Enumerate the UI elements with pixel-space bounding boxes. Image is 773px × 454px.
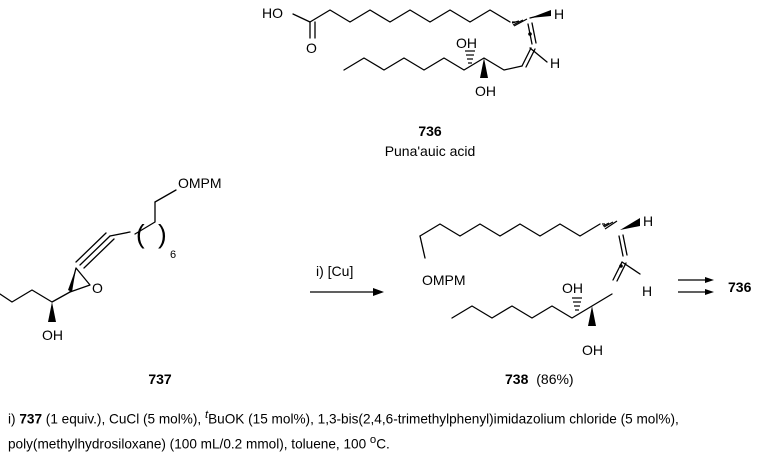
bold-wedge-oh-738b: [588, 306, 596, 326]
degree-superscript: o: [369, 433, 377, 446]
repeat-bracket-open: (: [136, 219, 145, 249]
atom-oh: OH: [42, 327, 63, 343]
structure-737: OMPM ) 6 ( O OH: [0, 175, 222, 343]
repeat-count: 6: [170, 249, 176, 261]
atom-h: H: [550, 55, 560, 71]
structure-738: OMPM H H OH OH: [419, 213, 653, 358]
conditions-part1: (1 equiv.), CuCl (5 mol%),: [42, 411, 205, 427]
atom-oh: OH: [582, 342, 603, 358]
atom-h: H: [643, 213, 653, 229]
structure-736: HO O H H OH OH: [262, 5, 564, 99]
atom-oh: OH: [475, 83, 496, 99]
atom-h: H: [642, 283, 652, 299]
atom-oh: OH: [456, 35, 477, 51]
compound-number-736: 736: [418, 123, 442, 139]
conditions-part3: C.: [376, 436, 390, 452]
repeat-bracket: ): [158, 219, 167, 249]
conditions-compound: 737: [19, 411, 43, 427]
multistep-arrow: [678, 277, 714, 295]
bold-wedge-oh: [480, 58, 488, 78]
reaction-scheme: HO O H H OH OH: [0, 5, 752, 387]
atom-ompm: OMPM: [422, 272, 466, 288]
compound-number-738: 738 (86%): [505, 371, 574, 387]
atom-ho: HO: [262, 5, 283, 21]
hashed-wedge: [511, 18, 528, 27]
conditions-part2: BuOK (15 mol%), 1,3-bis(2,4,6-trimethylp…: [8, 411, 679, 452]
reaction-arrow: [310, 288, 384, 296]
bold-wedge: [530, 10, 551, 18]
atom-h: H: [554, 6, 564, 22]
conditions-prefix: i): [8, 411, 20, 427]
bold-wedge-oh-737: [48, 302, 56, 322]
compound-number-737: 737: [148, 371, 172, 387]
bold-wedge-738: [620, 218, 640, 230]
compound-name-736: Puna'auic acid: [385, 143, 476, 159]
atom-ompm: OMPM: [178, 175, 222, 191]
atom-o-epoxide: O: [92, 280, 103, 296]
reagent-label: i) [Cu]: [316, 263, 353, 279]
target-compound-number: 736: [728, 279, 752, 295]
atom-o-carbonyl: O: [306, 40, 317, 56]
hashed-wedge-738: [602, 220, 618, 230]
hashed-wedge-oh-738: [572, 297, 582, 311]
hashed-wedge-oh: [465, 50, 475, 64]
reaction-conditions: i) 737 (1 equiv.), CuCl (5 mol%), tBuOK …: [8, 405, 770, 454]
atom-oh: OH: [562, 280, 583, 296]
tbu-superscript: t: [204, 409, 209, 421]
